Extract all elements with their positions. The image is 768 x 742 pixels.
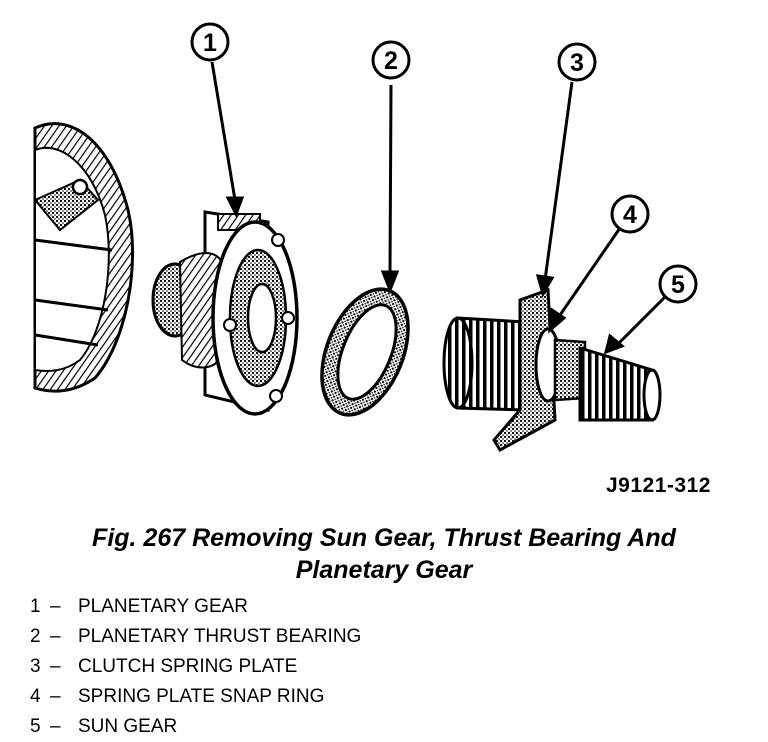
svg-text:2: 2 <box>384 47 398 75</box>
caption-line-2: Planetary Gear <box>295 556 473 584</box>
legend-number: 4 <box>30 686 41 707</box>
legend-number: 1 <box>30 596 41 617</box>
transmission-housing <box>33 122 134 393</box>
svg-text:4: 4 <box>623 201 637 229</box>
legend-item: 5–SUN GEAR <box>30 712 361 742</box>
callout-4: 4 <box>610 194 650 234</box>
sun-gear-assembly <box>442 287 662 453</box>
callout-2: 2 <box>371 40 411 80</box>
figure-caption: Fig. 267 Removing Sun Gear, Thrust Beari… <box>0 522 768 586</box>
svg-text:5: 5 <box>671 271 685 299</box>
svg-text:1: 1 <box>203 29 217 57</box>
legend-label: CLUTCH SPRING PLATE <box>78 656 298 677</box>
legend-number: 3 <box>30 656 41 677</box>
planetary-thrust-bearing <box>320 287 410 417</box>
legend-number: 2 <box>30 626 41 647</box>
parts-legend: 1–PLANETARY GEAR 2–PLANETARY THRUST BEAR… <box>30 592 361 742</box>
legend-label: SUN GEAR <box>78 716 178 737</box>
leader-lines <box>210 61 668 355</box>
legend-item: 2–PLANETARY THRUST BEARING <box>30 622 361 652</box>
callout-3: 3 <box>557 42 597 82</box>
planetary-gear <box>151 210 299 416</box>
svg-text:3: 3 <box>570 49 584 77</box>
legend-number: 5 <box>30 716 41 737</box>
legend-item: 1–PLANETARY GEAR <box>30 592 361 622</box>
legend-item: 3–CLUTCH SPRING PLATE <box>30 652 361 682</box>
legend-item: 4–SPRING PLATE SNAP RING <box>30 682 361 712</box>
callout-1: 1 <box>190 22 230 62</box>
callout-5: 5 <box>658 264 698 304</box>
legend-dash: – <box>50 656 61 677</box>
legend-dash: – <box>50 596 61 617</box>
figure-reference-code: J9121-312 <box>606 474 711 497</box>
legend-dash: – <box>50 626 61 647</box>
caption-line-1: Fig. 267 Removing Sun Gear, Thrust Beari… <box>92 524 676 552</box>
legend-dash: – <box>50 686 61 707</box>
exploded-view-illustration: 1 2 3 4 5 <box>33 22 698 453</box>
legend-label: SPRING PLATE SNAP RING <box>78 686 325 707</box>
clutch-spring-plate <box>492 287 557 453</box>
legend-dash: – <box>50 716 61 737</box>
legend-label: PLANETARY THRUST BEARING <box>78 626 362 647</box>
legend-label: PLANETARY GEAR <box>78 596 249 617</box>
